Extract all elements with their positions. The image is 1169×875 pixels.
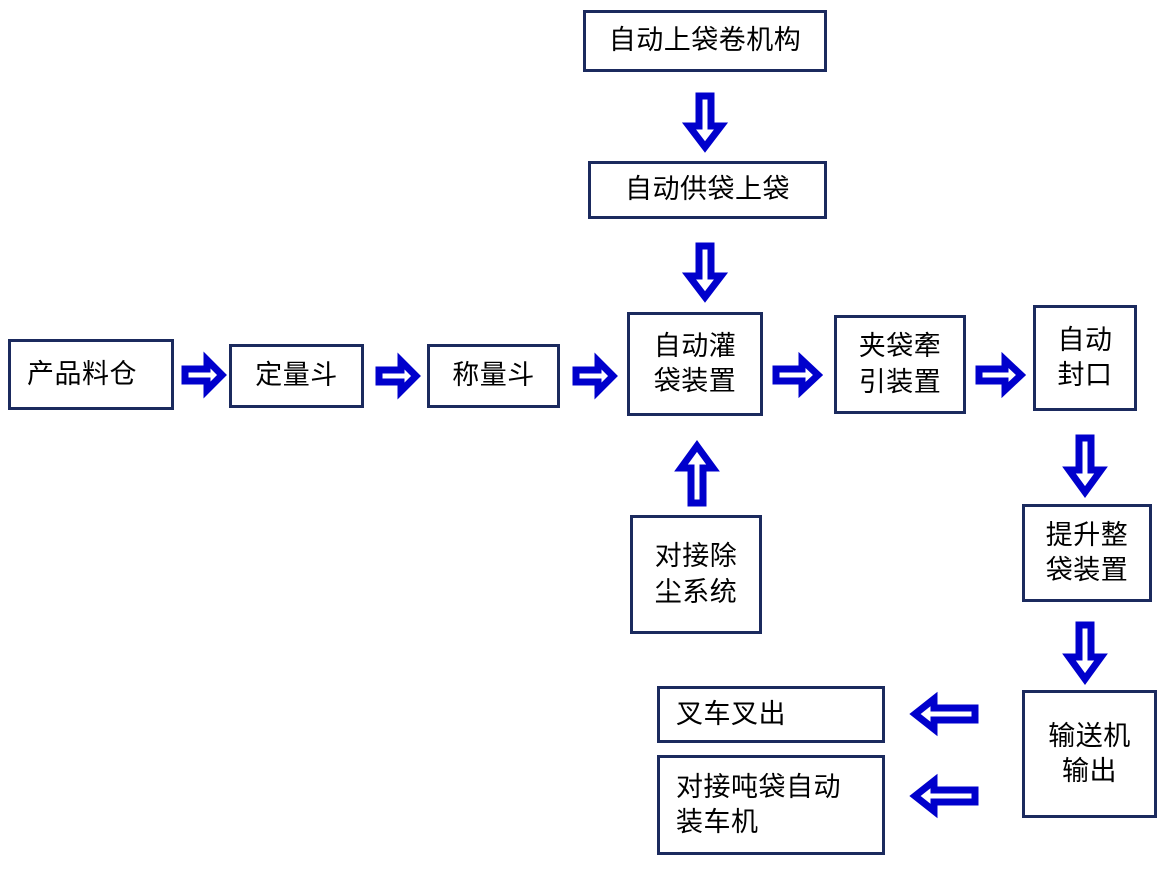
node-ton-bag-auto-loader[interactable]: 对接吨袋自动 装车机 [657,755,885,855]
node-weighing-hopper[interactable]: 称量斗 [427,344,560,408]
arrow-right-weighing-to-filling [572,352,618,400]
arrow-down-sealing-to-lifting [1062,434,1108,498]
node-automatic-bag-roll-feeder[interactable]: 自动上袋卷机构 [583,10,827,72]
arrow-left-conveyor-to-forklift [909,691,980,737]
node-automatic-bag-filling-device[interactable]: 自动灌 袋装置 [627,312,763,416]
arrow-up-dustsystem-to-filling [674,440,720,507]
node-automatic-sealing[interactable]: 自动 封口 [1033,305,1137,411]
node-forklift-removal[interactable]: 叉车叉出 [657,686,885,743]
arrow-right-dosing-to-weighing [375,352,421,400]
arrow-down-bagsupply-to-filling [681,242,729,303]
arrow-down-bagroll-to-bagsupply [681,92,729,153]
arrow-left-conveyor-to-tonbagloader [909,773,980,819]
node-automatic-bag-supply[interactable]: 自动供袋上袋 [588,161,827,219]
arrow-right-silo-to-dosing [181,351,227,399]
arrow-down-lifting-to-conveyor [1062,621,1108,685]
node-product-silo[interactable]: 产品料仓 [8,339,174,410]
node-bag-clamping-pulling-device[interactable]: 夹袋牽 引装置 [834,315,966,414]
node-lifting-bag-shaping-device[interactable]: 提升整 袋装置 [1022,504,1152,602]
arrow-right-filling-to-clamping [772,351,824,399]
node-dust-collection-interface[interactable]: 对接除 尘系统 [630,515,762,634]
node-conveyor-output[interactable]: 输送机 输出 [1022,690,1157,818]
node-dosing-hopper[interactable]: 定量斗 [229,344,364,408]
arrow-right-clamping-to-sealing [975,351,1027,399]
